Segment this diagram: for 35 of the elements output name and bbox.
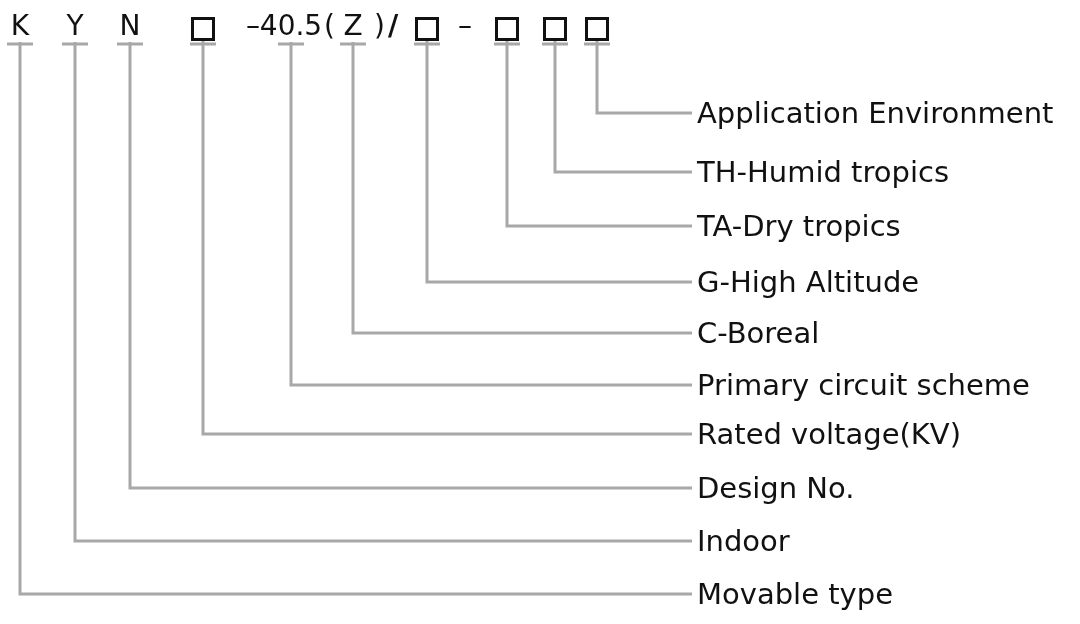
description-text: G-High Altitude	[697, 264, 920, 300]
description-text: TH-Humid tropics	[697, 154, 950, 190]
code-letter: Z	[340, 10, 366, 42]
leader-line	[492, 39, 694, 228]
leader-line	[412, 39, 694, 284]
placeholder-square	[495, 17, 519, 41]
leader-line	[540, 39, 694, 174]
description-text: TA-Dry tropics	[697, 208, 901, 244]
parenthesis: (	[324, 10, 335, 42]
leader-line	[115, 40, 694, 490]
slash-symbol: /	[388, 10, 399, 42]
placeholder-square	[415, 17, 439, 41]
description-text: Movable type	[697, 576, 893, 612]
placeholder-square	[543, 17, 567, 41]
leader-line	[276, 40, 694, 387]
code-letter: N	[117, 10, 143, 42]
description-text: Design No.	[697, 470, 855, 506]
dash-symbol: –	[458, 10, 472, 42]
dash-symbol: –	[246, 10, 260, 42]
leader-line	[338, 40, 694, 335]
description-text: C-Boreal	[697, 315, 820, 351]
description-text: Indoor	[697, 523, 790, 559]
description-text: Application Environment	[697, 95, 1054, 131]
placeholder-square	[191, 17, 215, 41]
code-letter: K	[7, 10, 33, 42]
description-text: Rated voltage(KV)	[697, 416, 961, 452]
parenthesis: )	[374, 10, 385, 42]
leader-line	[188, 39, 694, 436]
leader-line	[582, 39, 694, 115]
code-letter: Y	[62, 10, 88, 42]
placeholder-square	[585, 17, 609, 41]
description-text: Primary circuit scheme	[697, 367, 1030, 403]
leader-line	[5, 40, 694, 596]
code-letter: 40.5	[259, 10, 323, 42]
leader-line	[60, 40, 694, 543]
